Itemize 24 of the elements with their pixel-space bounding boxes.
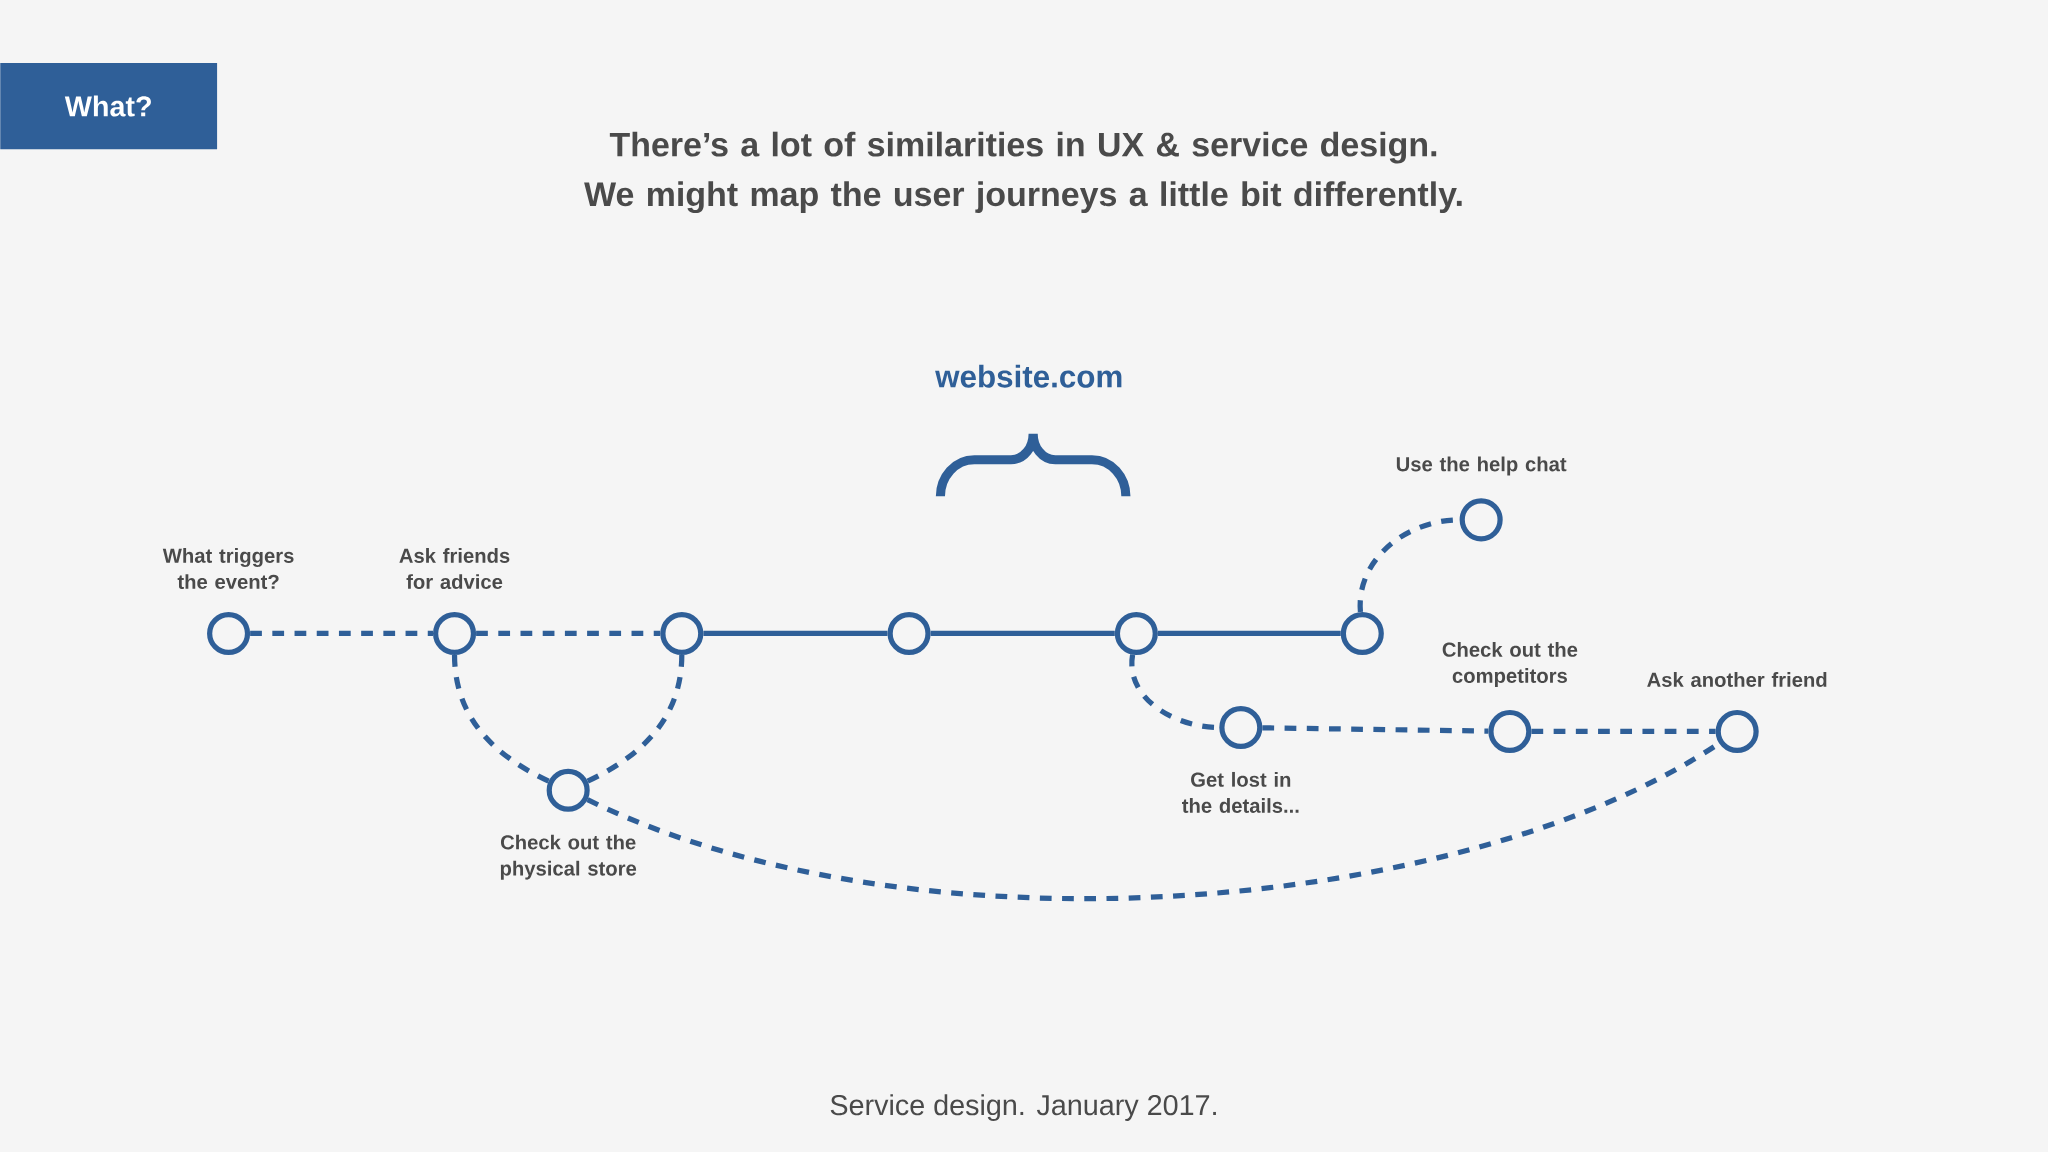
journey-line — [703, 630, 888, 637]
footer-text: Service design. January 2017. — [830, 1094, 1216, 1121]
journey-line — [476, 630, 661, 637]
title-tab: What? — [0, 62, 218, 150]
journey-point — [660, 611, 704, 655]
journey-line — [1531, 728, 1716, 735]
point-label: Check out the physical store — [500, 834, 637, 880]
journey-point — [887, 611, 931, 655]
journey-line — [250, 630, 433, 637]
point-label: Ask friends for advice — [399, 548, 510, 589]
point-label: Ask another friend — [1647, 672, 1827, 687]
point-label: Get lost in the details... — [1182, 771, 1299, 813]
heading: There’s a lot of similarities in UX & service design. We might map the user journeys a little bit differently. — [584, 131, 1462, 214]
journey-line — [1262, 725, 1489, 734]
point-label: Use the help chat — [1396, 456, 1567, 476]
journey-line — [930, 630, 1115, 637]
journey-line — [586, 654, 685, 784]
journey-line — [451, 654, 550, 784]
journey-point — [1114, 611, 1158, 655]
point-label: What triggers the event? — [162, 548, 294, 589]
journey-point — [1340, 611, 1384, 655]
point-label: Check out the competitors — [1442, 642, 1578, 687]
brace-label: website.com — [935, 364, 1122, 388]
journey-line — [1157, 630, 1341, 637]
